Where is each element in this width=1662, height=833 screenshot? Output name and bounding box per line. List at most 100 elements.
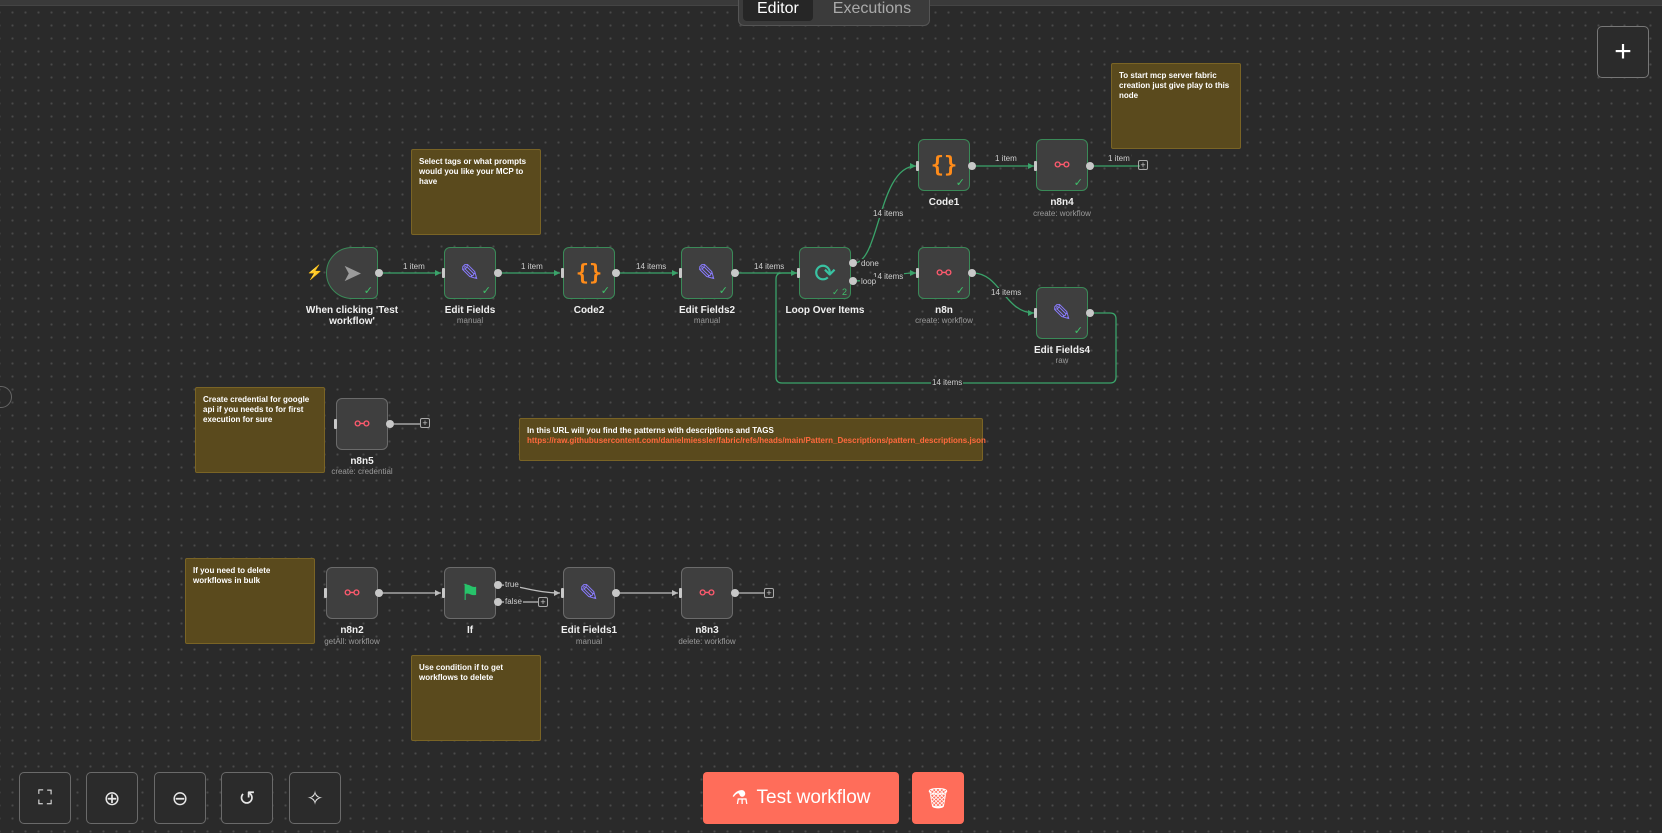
node-title: Edit Fields4 bbox=[1033, 345, 1091, 356]
output-port-loop[interactable] bbox=[849, 277, 857, 285]
edge-label: 14 items bbox=[990, 288, 1023, 297]
node-n8n2[interactable]: ⚯ bbox=[326, 567, 378, 619]
node-edit-fields[interactable]: ✎✓ bbox=[444, 247, 496, 299]
output-port[interactable] bbox=[968, 269, 976, 277]
node-title: Loop Over Items bbox=[785, 305, 865, 316]
edge-label: 14 items bbox=[872, 209, 905, 218]
run-count-badge: ✓ 2 bbox=[831, 287, 847, 297]
sticky-note[interactable]: In this URL will you find the patterns w… bbox=[519, 418, 986, 461]
output-port-true[interactable] bbox=[494, 581, 502, 589]
node-subtitle: manual bbox=[575, 637, 603, 646]
node-title: n8n3 bbox=[695, 625, 719, 636]
input-port[interactable] bbox=[1034, 308, 1037, 318]
mode-switcher: Editor Executions bbox=[738, 0, 931, 26]
sticky-text: Create credential for google api if you … bbox=[203, 395, 310, 424]
clear-execution-button[interactable]: 🗑 bbox=[912, 772, 964, 824]
node-loop-over-items[interactable]: ⟳✓ 2 bbox=[799, 247, 851, 299]
zoom-in-icon: ⊕ bbox=[103, 787, 121, 810]
add-node-button[interactable]: + bbox=[1597, 26, 1649, 78]
node-title: Edit Fields bbox=[444, 305, 496, 316]
trash-icon: 🗑 bbox=[925, 787, 951, 810]
pattern-url-link[interactable]: https://raw.githubusercontent.com/daniel… bbox=[527, 436, 986, 445]
node-edit-fields4[interactable]: ✎✓ bbox=[1036, 287, 1088, 339]
input-port[interactable] bbox=[797, 268, 800, 278]
reset-zoom-button[interactable]: ↺ bbox=[221, 772, 273, 824]
check-icon: ✓ bbox=[1073, 177, 1083, 189]
tidy-up-button[interactable]: ✧ bbox=[289, 772, 341, 824]
code-braces-icon: {} bbox=[930, 152, 958, 178]
run-count: 2 bbox=[841, 287, 847, 297]
sticky-note[interactable]: If you need to delete workflows in bulk bbox=[185, 558, 315, 644]
zoom-in-button[interactable]: ⊕ bbox=[86, 772, 138, 824]
input-port[interactable] bbox=[334, 419, 337, 429]
output-port[interactable] bbox=[612, 589, 620, 597]
add-connection-button[interactable]: + bbox=[538, 597, 548, 607]
check-icon: ✓ bbox=[718, 285, 728, 297]
output-port[interactable] bbox=[375, 589, 383, 597]
output-label-true: true bbox=[504, 580, 520, 589]
check-icon: ✓ bbox=[600, 285, 610, 297]
output-port-false[interactable] bbox=[494, 598, 502, 606]
output-port-done[interactable] bbox=[849, 259, 857, 267]
zoom-to-fit-button[interactable]: ⛶ bbox=[19, 772, 71, 824]
output-port[interactable] bbox=[731, 589, 739, 597]
output-port[interactable] bbox=[1086, 309, 1094, 317]
input-port[interactable] bbox=[916, 268, 919, 278]
input-port[interactable] bbox=[442, 268, 445, 278]
output-port[interactable] bbox=[494, 269, 502, 277]
sticky-note[interactable]: To start mcp server fabric creation just… bbox=[1111, 63, 1241, 149]
node-title: If bbox=[466, 625, 474, 636]
node-subtitle: create: workflow bbox=[1033, 209, 1091, 218]
cursor-icon: ➤ bbox=[341, 259, 363, 287]
sticky-text: To start mcp server fabric creation just… bbox=[1119, 71, 1230, 100]
add-connection-button[interactable]: + bbox=[420, 418, 430, 428]
node-title: Code2 bbox=[573, 305, 605, 316]
output-port[interactable] bbox=[612, 269, 620, 277]
node-n8n5[interactable]: ⚯ bbox=[336, 398, 388, 450]
input-port[interactable] bbox=[442, 588, 445, 598]
output-port[interactable] bbox=[375, 269, 383, 277]
node-code1[interactable]: {}✓ bbox=[918, 139, 970, 191]
output-port[interactable] bbox=[1086, 162, 1094, 170]
node-n8n[interactable]: ⚯✓ bbox=[918, 247, 970, 299]
input-port[interactable] bbox=[561, 588, 564, 598]
node-code2[interactable]: {}✓ bbox=[563, 247, 615, 299]
tab-executions[interactable]: Executions bbox=[832, 0, 912, 17]
input-port[interactable] bbox=[324, 588, 327, 598]
lightning-icon: ⚡ bbox=[306, 264, 324, 280]
node-edit-fields1[interactable]: ✎ bbox=[563, 567, 615, 619]
sticky-note[interactable]: Select tags or what prompts would you li… bbox=[411, 149, 541, 235]
reset-zoom-icon: ↺ bbox=[238, 787, 256, 810]
sticky-note[interactable]: Create credential for google api if you … bbox=[195, 387, 325, 473]
test-workflow-button[interactable]: ⚗ Test workflow bbox=[703, 772, 899, 824]
fit-view-icon: ⛶ bbox=[38, 786, 52, 809]
tab-editor[interactable]: Editor bbox=[743, 0, 813, 21]
input-port[interactable] bbox=[679, 268, 682, 278]
edge-label: 14 items bbox=[931, 378, 964, 387]
node-subtitle: manual bbox=[693, 316, 721, 325]
edge-label: 14 items bbox=[635, 262, 668, 271]
plus-icon: + bbox=[1614, 35, 1632, 68]
add-connection-button[interactable]: + bbox=[1138, 160, 1148, 170]
node-title: n8n bbox=[935, 305, 953, 316]
pencil-icon: ✎ bbox=[1051, 299, 1073, 327]
input-port[interactable] bbox=[1034, 161, 1037, 171]
output-port[interactable] bbox=[968, 162, 976, 170]
node-subtitle: manual bbox=[456, 316, 484, 325]
input-port[interactable] bbox=[561, 268, 564, 278]
node-n8n3[interactable]: ⚯ bbox=[681, 567, 733, 619]
input-port[interactable] bbox=[916, 161, 919, 171]
output-port[interactable] bbox=[386, 420, 394, 428]
add-connection-button[interactable]: + bbox=[764, 588, 774, 598]
node-n8n4[interactable]: ⚯✓ bbox=[1036, 139, 1088, 191]
edge-label: 1 item bbox=[520, 262, 544, 271]
zoom-out-button[interactable]: ⊖ bbox=[154, 772, 206, 824]
sticky-note[interactable]: Use condition if to get workflows to del… bbox=[411, 655, 541, 741]
n8n-logo-icon: ⚯ bbox=[936, 262, 952, 283]
node-trigger[interactable]: ➤✓ bbox=[326, 247, 378, 299]
node-edit-fields2[interactable]: ✎✓ bbox=[681, 247, 733, 299]
n8n-logo-icon: ⚯ bbox=[344, 582, 360, 603]
node-if[interactable]: ⚑ bbox=[444, 567, 496, 619]
input-port[interactable] bbox=[679, 588, 682, 598]
output-port[interactable] bbox=[731, 269, 739, 277]
